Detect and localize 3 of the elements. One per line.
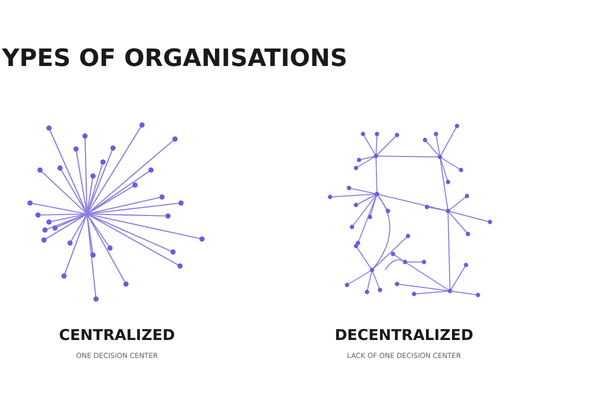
heading: CENTRALIZED bbox=[59, 326, 175, 344]
title: YPES OF ORGANISATIONS bbox=[2, 44, 348, 72]
heading: DECENTRALIZED bbox=[334, 326, 474, 344]
